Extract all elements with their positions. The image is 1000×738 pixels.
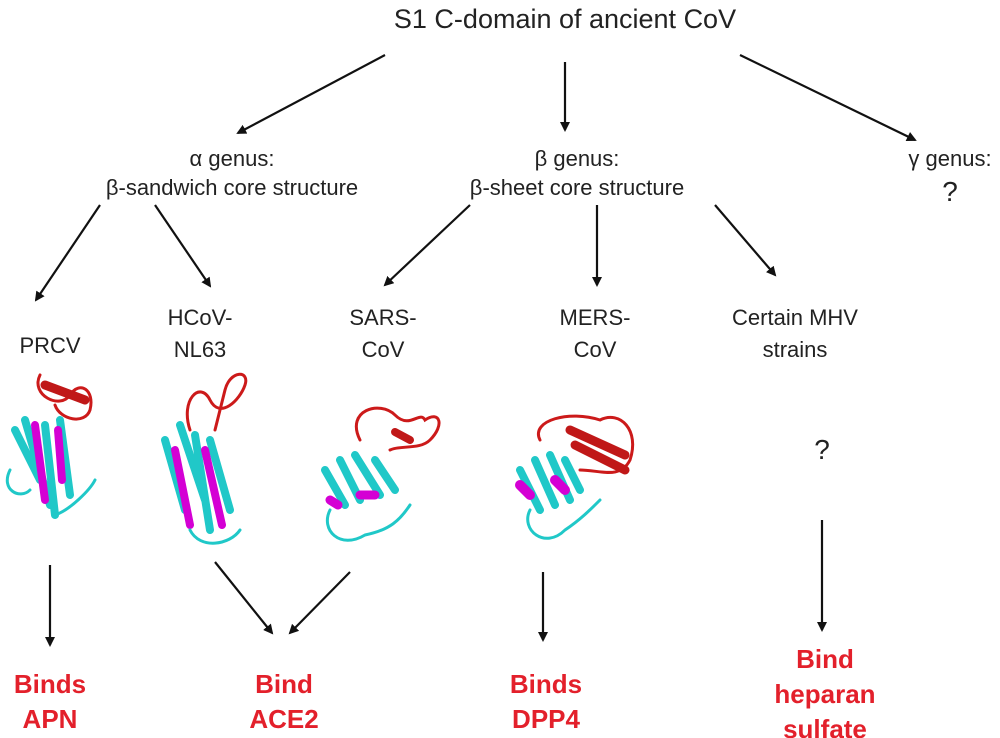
receptor-apn: Binds APN [14,667,86,737]
heparan-line2: heparan [774,679,876,710]
mers-cov-structure [515,414,635,540]
hcov-line1: HCoV- [167,305,233,330]
gamma-genus-name: γ genus: [908,146,992,171]
mhv-label: Certain MHV strains [732,302,858,366]
receptor-dpp4: Binds DPP4 [510,667,582,737]
mhv-structure-unknown: ? [814,434,830,465]
mers-line2: CoV [573,336,617,362]
ace2-line2: ACE2 [249,704,319,735]
sars-cov-structure [321,406,441,542]
arrow-sars-to-ace2 [288,571,351,635]
dpp4-line2: DPP4 [512,704,580,735]
receptor-heparan-sulfate: Bind heparan sulfate [774,642,875,738]
gamma-genus-structure: ? [942,175,958,207]
mhv-line1: Certain MHV [732,305,858,330]
beta-genus-structure: β-sheet core structure [469,174,685,200]
alpha-genus-label: α genus: β-sandwich core structure [106,145,358,202]
sars-line1: SARS- [349,305,417,330]
arrow-to-gamma [739,54,917,142]
ace2-line1: Bind [255,669,313,699]
dpp4-line1: Binds [509,669,583,699]
arrow-to-sars [383,204,471,287]
sars-line2: CoV [361,336,405,362]
sars-cov-label: SARS- CoV [349,302,416,366]
apn-line1: Binds [13,669,87,699]
mers-cov-label: MERS- CoV [560,302,631,366]
arrow-to-alpha [236,54,386,134]
hcov-nl63-label: HCoV- NL63 [168,302,233,366]
prcv-label: PRCV [19,333,81,358]
alpha-genus-name: α genus: [189,146,275,171]
arrow-to-prcv [34,204,101,302]
beta-genus-label: β genus: β-sheet core structure [470,145,684,202]
prcv-structure [6,373,97,519]
gamma-genus-label: γ genus: ? [908,145,991,210]
receptor-ace2: Bind ACE2 [249,667,318,737]
mers-line1: MERS- [559,305,631,330]
arrow-to-mhv [714,204,777,277]
hcov-line2: NL63 [173,336,227,362]
hcov-nl63-structure [161,372,248,545]
alpha-genus-structure: β-sandwich core structure [105,174,359,200]
diagram-title: S1 C-domain of ancient CoV [393,4,737,34]
arrow-hcov-to-ace2 [214,561,274,635]
apn-line2: APN [22,704,78,735]
arrow-to-hcov [154,204,212,288]
heparan-line1: Bind [796,644,854,674]
mhv-line2: strains [762,336,828,362]
heparan-line3: sulfate [783,714,867,738]
beta-genus-name: β genus: [534,146,620,171]
